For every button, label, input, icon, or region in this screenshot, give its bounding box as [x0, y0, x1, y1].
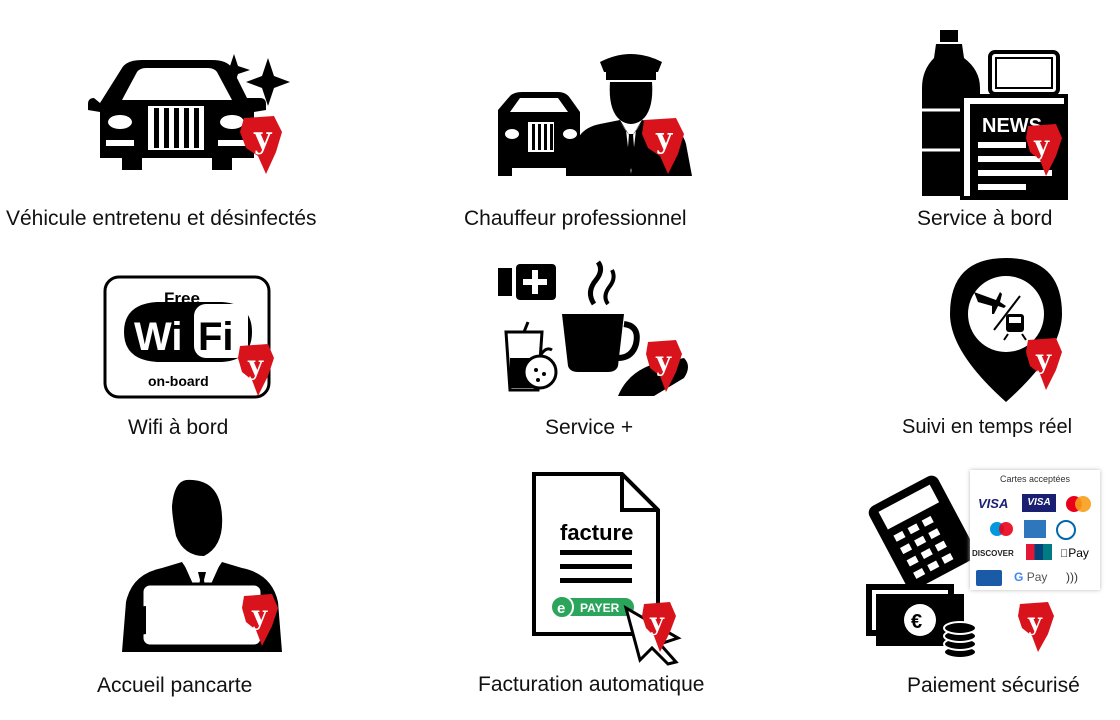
service-label: Service à bord [917, 207, 1053, 230]
service-label: Chauffeur professionnel [464, 207, 687, 230]
svg-text:y: y [655, 122, 673, 155]
car-sparkle-icon: y [88, 54, 290, 174]
maestro-logo [990, 522, 1016, 536]
brand-logo-icon: y [1018, 602, 1054, 652]
svg-text:y: y [251, 601, 268, 631]
cards-title: Cartes acceptées [999, 474, 1071, 484]
chauffeur-icon: y [498, 54, 692, 176]
payment-terminal-icon [868, 475, 977, 590]
service-label: Véhicule entretenu et désinfectés [6, 207, 317, 230]
service-label: Wifi à bord [128, 416, 229, 439]
svg-text:facture: facture [560, 520, 633, 545]
cash-icon: € [866, 584, 977, 659]
svg-text:y: y [655, 347, 672, 377]
visa-logo: VISA [978, 496, 1009, 511]
google-pay-logo: G Pay [1014, 570, 1048, 584]
svg-text:on-board: on-board [148, 373, 209, 389]
svg-text:y: y [247, 351, 264, 381]
coffee-snacks-icon: y [498, 260, 688, 396]
svg-text:y: y [1033, 131, 1050, 161]
diners-logo [1056, 520, 1076, 540]
contactless-icon: ))) [1066, 570, 1078, 584]
svg-text:PAYER: PAYER [580, 601, 620, 615]
svg-text:Wi: Wi [134, 315, 183, 359]
svg-text:Fi: Fi [198, 315, 234, 359]
svg-text:y: y [253, 121, 273, 156]
service-label: Accueil pancarte [97, 674, 253, 697]
svg-text:e: e [557, 600, 565, 617]
mastercard-logo [1064, 496, 1092, 512]
service-label: Paiement sécurisé [907, 674, 1080, 697]
svg-text:y: y [1027, 607, 1043, 636]
svg-text:NEWS: NEWS [982, 115, 1042, 137]
visa-logo-alt: VISA [1022, 494, 1056, 512]
amex-logo [1024, 520, 1046, 538]
svg-text:y: y [1035, 345, 1052, 375]
service-label: Facturation automatique [478, 673, 705, 696]
invoice-icon: facture e PAYER y [532, 472, 682, 666]
accepted-cards-panel: Cartes acceptées VISA VISA DISCOVER Pay… [970, 470, 1100, 590]
service-label: Suivi en temps réel [902, 416, 1073, 438]
wifi-icon: Free Wi Fi on-board y [103, 275, 274, 399]
apple-pay-logo: Pay [1060, 546, 1089, 560]
discover-logo: DISCOVER [972, 549, 1014, 558]
service-label: Service + [545, 416, 634, 439]
water-tablet-news-icon: NEWS y [922, 30, 1068, 200]
unionpay-logo [1026, 544, 1052, 560]
map-pin-plane-train-icon: y [950, 258, 1062, 402]
cb-logo [976, 570, 1002, 586]
svg-text:€: € [911, 611, 922, 633]
greeter-sign-icon: y [122, 479, 282, 652]
svg-text:y: y [649, 607, 665, 636]
